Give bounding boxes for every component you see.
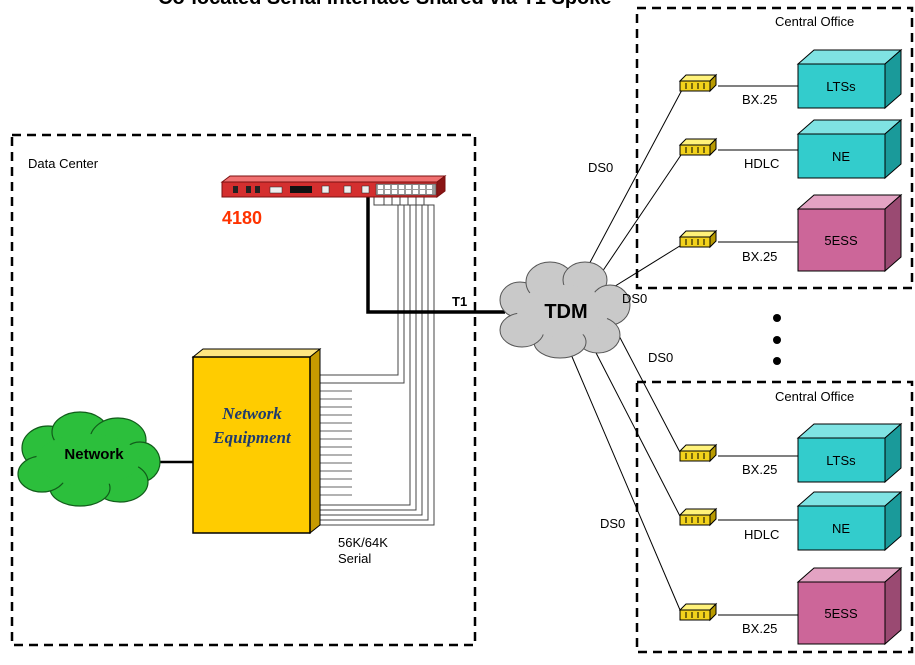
csu-icon (679, 444, 717, 462)
title-fragment: Co-located Serial Interface Shared via T… (158, 0, 612, 9)
tdm-cloud-label: TDM (544, 301, 587, 323)
co1-ne-label: NE (832, 149, 850, 164)
csu-icon (679, 138, 717, 156)
t1-link (366, 195, 505, 314)
network-equipment-line1: Network (221, 404, 282, 423)
co1-protocol-2: HDLC (744, 156, 779, 171)
device-4180 (220, 175, 447, 198)
tdm-cloud (499, 261, 631, 359)
serial-cable-bundle (312, 195, 435, 526)
t1-label: T1 (452, 294, 467, 309)
co2-protocol-1: BX.25 (742, 462, 777, 477)
co1-ne-box (796, 118, 903, 180)
co2-5ess-box (796, 566, 903, 646)
csu-icon (679, 74, 717, 92)
network-cloud-label: Network (64, 446, 124, 463)
data-center-boundary (10, 133, 477, 647)
co1-protocol-1: BX.25 (742, 92, 777, 107)
csu-icon (679, 230, 717, 248)
co1-ltss-label: LTSs (826, 79, 856, 94)
device-model-label: 4180 (222, 208, 262, 228)
ds0-label-2: DS0 (622, 291, 647, 306)
co1-5ess-box (796, 193, 903, 273)
co1-ltss-box (796, 48, 903, 110)
co2-protocol-2: HDLC (744, 527, 779, 542)
ds0-label-3: DS0 (648, 350, 673, 365)
network-equipment-line2: Equipment (212, 428, 292, 447)
co1-protocol-3: BX.25 (742, 249, 777, 264)
csu-icon (679, 508, 717, 526)
serial-type-label: Serial (338, 551, 371, 566)
co2-5ess-label: 5ESS (824, 606, 858, 621)
central-office-1-boundary (635, 6, 914, 290)
central-office-1-label: Central Office (775, 14, 854, 29)
co2-ltss-box (796, 422, 903, 484)
co2-ne-label: NE (832, 521, 850, 536)
network-cloud (17, 411, 161, 507)
co2-ltss-label: LTSs (826, 453, 856, 468)
data-center-label: Data Center (28, 156, 99, 171)
csu-icon (679, 603, 717, 621)
co1-5ess-label: 5ESS (824, 233, 858, 248)
ellipsis-dot (773, 314, 781, 322)
ellipsis-dot (773, 357, 781, 365)
serial-speed-label: 56K/64K (338, 535, 388, 550)
co2-ne-box (796, 490, 903, 552)
ellipsis-dot (773, 336, 781, 344)
ds0-label-1: DS0 (588, 160, 613, 175)
central-office-2-boundary (635, 380, 914, 654)
ds0-label-4: DS0 (600, 516, 625, 531)
central-office-2-label: Central Office (775, 389, 854, 404)
network-equipment-box (191, 347, 322, 535)
co2-protocol-3: BX.25 (742, 621, 777, 636)
ds0-links (569, 87, 684, 618)
